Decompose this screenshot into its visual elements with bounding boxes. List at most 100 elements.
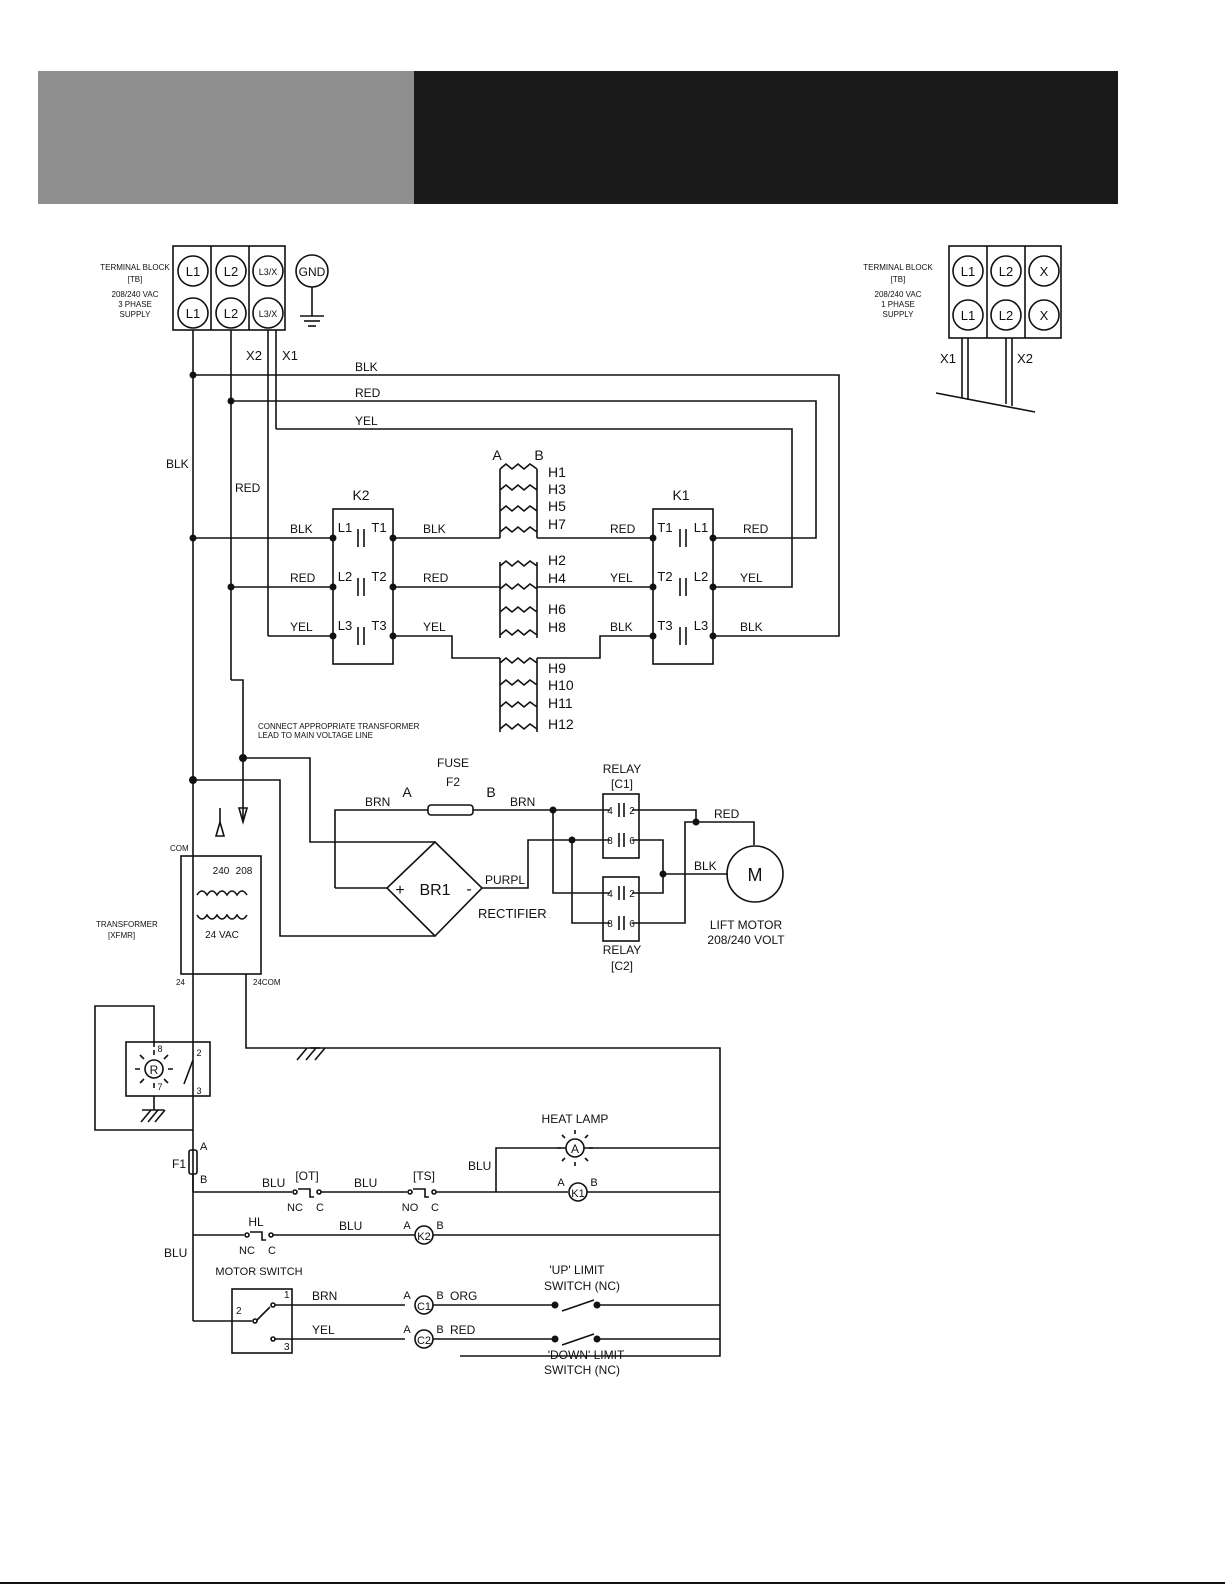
svg-text:B: B <box>436 1324 443 1336</box>
svg-text:A: A <box>492 447 502 463</box>
svg-text:M: M <box>748 865 763 885</box>
svg-text:RECTIFIER: RECTIFIER <box>478 906 547 921</box>
svg-text:BRN: BRN <box>312 1289 337 1303</box>
header-band-black <box>414 71 1118 204</box>
svg-text:-: - <box>466 881 471 898</box>
svg-text:LEAD TO MAIN VOLTAGE LINE: LEAD TO MAIN VOLTAGE LINE <box>258 731 373 740</box>
svg-text:L3: L3 <box>338 618 352 633</box>
contactor-k1: K1 T1 L1 T2 L2 T3 L3 RED YEL BLK <box>649 487 769 665</box>
transformer-section: CONNECT APPROPRIATE TRANSFORMER LEAD TO … <box>96 679 721 1357</box>
svg-text:L3: L3 <box>694 618 708 633</box>
svg-text:RED: RED <box>610 522 636 536</box>
svg-text:H1: H1 <box>548 464 566 480</box>
svg-text:RELAY: RELAY <box>603 762 641 776</box>
svg-text:BLK: BLK <box>423 522 446 536</box>
svg-text:A: A <box>403 1324 411 1336</box>
svg-text:T3: T3 <box>371 618 386 633</box>
svg-text:HEAT LAMP: HEAT LAMP <box>542 1112 609 1126</box>
svg-text:T2: T2 <box>371 569 386 584</box>
svg-text:T2: T2 <box>657 569 672 584</box>
svg-text:T3: T3 <box>657 618 672 633</box>
heater-elements: A B BLK RED YEL RED YEL BLK H1 H3 H5 H7 … <box>393 447 653 732</box>
svg-text:H12: H12 <box>548 716 574 732</box>
svg-text:F2: F2 <box>446 775 460 789</box>
svg-text:24COM: 24COM <box>253 978 281 987</box>
svg-text:BLU: BLU <box>354 1176 377 1190</box>
svg-text:1 PHASE: 1 PHASE <box>881 300 915 309</box>
svg-text:SUPPLY: SUPPLY <box>120 310 152 319</box>
svg-text:4: 4 <box>607 889 613 900</box>
svg-text:PURPL: PURPL <box>485 873 525 887</box>
svg-text:RED: RED <box>355 386 381 400</box>
svg-text:BLU: BLU <box>339 1219 362 1233</box>
svg-text:208: 208 <box>236 866 253 877</box>
svg-text:L2: L2 <box>338 569 352 584</box>
svg-text:X1: X1 <box>940 351 956 366</box>
control-circuit: R 8 7 2 3 F1 A B BLU BLU [OT] NC C BLU [… <box>94 1005 720 1377</box>
svg-text:7: 7 <box>157 1082 162 1092</box>
svg-text:T1: T1 <box>657 520 672 535</box>
terminal-block-3-phase: TERMINAL BLOCK [TB] 208/240 VAC 3 PHASE … <box>100 245 329 363</box>
svg-text:L3/X: L3/X <box>259 309 278 319</box>
svg-text:CONNECT APPROPRIATE TRANSFORME: CONNECT APPROPRIATE TRANSFORMER <box>258 722 420 731</box>
svg-text:L2: L2 <box>999 264 1013 279</box>
svg-text:C1: C1 <box>417 1301 431 1313</box>
svg-text:BLK: BLK <box>290 522 313 536</box>
svg-text:NC: NC <box>239 1245 255 1257</box>
supply-wiring: BLK RED YEL BLK RED BLK RED YEL <box>166 330 840 1192</box>
svg-text:SWITCH (NC): SWITCH (NC) <box>544 1279 620 1293</box>
page-bottom-rule <box>0 1582 1225 1584</box>
svg-text:6: 6 <box>629 919 635 930</box>
svg-text:L2: L2 <box>694 569 708 584</box>
svg-text:L1: L1 <box>338 520 352 535</box>
svg-text:1: 1 <box>284 1290 290 1301</box>
svg-text:B: B <box>486 784 495 800</box>
svg-text:2: 2 <box>196 1048 201 1058</box>
svg-text:3: 3 <box>284 1342 290 1353</box>
svg-text:C2: C2 <box>417 1335 431 1347</box>
svg-text:L2: L2 <box>224 306 238 321</box>
svg-text:240: 240 <box>213 866 230 877</box>
svg-text:L1: L1 <box>694 520 708 535</box>
svg-text:208/240 VAC: 208/240 VAC <box>875 290 922 299</box>
svg-text:HL: HL <box>248 1215 264 1229</box>
svg-text:B: B <box>534 447 543 463</box>
svg-text:K2: K2 <box>352 487 369 503</box>
svg-text:208/240 VAC: 208/240 VAC <box>112 290 159 299</box>
svg-text:BLK: BLK <box>740 620 763 634</box>
svg-text:2: 2 <box>629 806 635 817</box>
contactor-k2: K2 L1 T1 L2 T2 L3 T3 <box>329 487 397 665</box>
svg-text:BRN: BRN <box>510 795 535 809</box>
svg-text:BLU: BLU <box>468 1159 491 1173</box>
svg-text:R: R <box>150 1063 159 1077</box>
svg-text:8: 8 <box>157 1044 162 1054</box>
svg-text:YEL: YEL <box>740 571 763 585</box>
svg-text:BLK: BLK <box>694 859 717 873</box>
svg-text:A: A <box>402 784 412 800</box>
svg-text:X: X <box>1040 264 1049 279</box>
svg-text:FUSE: FUSE <box>437 756 469 770</box>
svg-text:L1: L1 <box>186 306 200 321</box>
svg-text:[OT]: [OT] <box>295 1169 318 1183</box>
svg-text:NC: NC <box>287 1202 303 1214</box>
svg-text:8: 8 <box>607 836 613 847</box>
svg-text:L1: L1 <box>961 308 975 323</box>
svg-text:8: 8 <box>607 919 613 930</box>
svg-text:A: A <box>557 1177 565 1189</box>
svg-text:YEL: YEL <box>290 620 313 634</box>
svg-text:'UP' LIMIT: 'UP' LIMIT <box>549 1263 605 1277</box>
svg-text:L2: L2 <box>999 308 1013 323</box>
svg-text:L1: L1 <box>186 264 200 279</box>
svg-text:YEL: YEL <box>312 1323 335 1337</box>
svg-text:B: B <box>436 1220 443 1232</box>
svg-text:X2: X2 <box>1017 351 1033 366</box>
svg-text:RED: RED <box>423 571 449 585</box>
svg-text:RED: RED <box>290 571 316 585</box>
svg-text:H10: H10 <box>548 677 574 693</box>
svg-text:RED: RED <box>743 522 769 536</box>
svg-text:A: A <box>403 1290 411 1302</box>
svg-text:B: B <box>200 1174 207 1186</box>
svg-text:X: X <box>1040 308 1049 323</box>
svg-text:BLU: BLU <box>262 1176 285 1190</box>
